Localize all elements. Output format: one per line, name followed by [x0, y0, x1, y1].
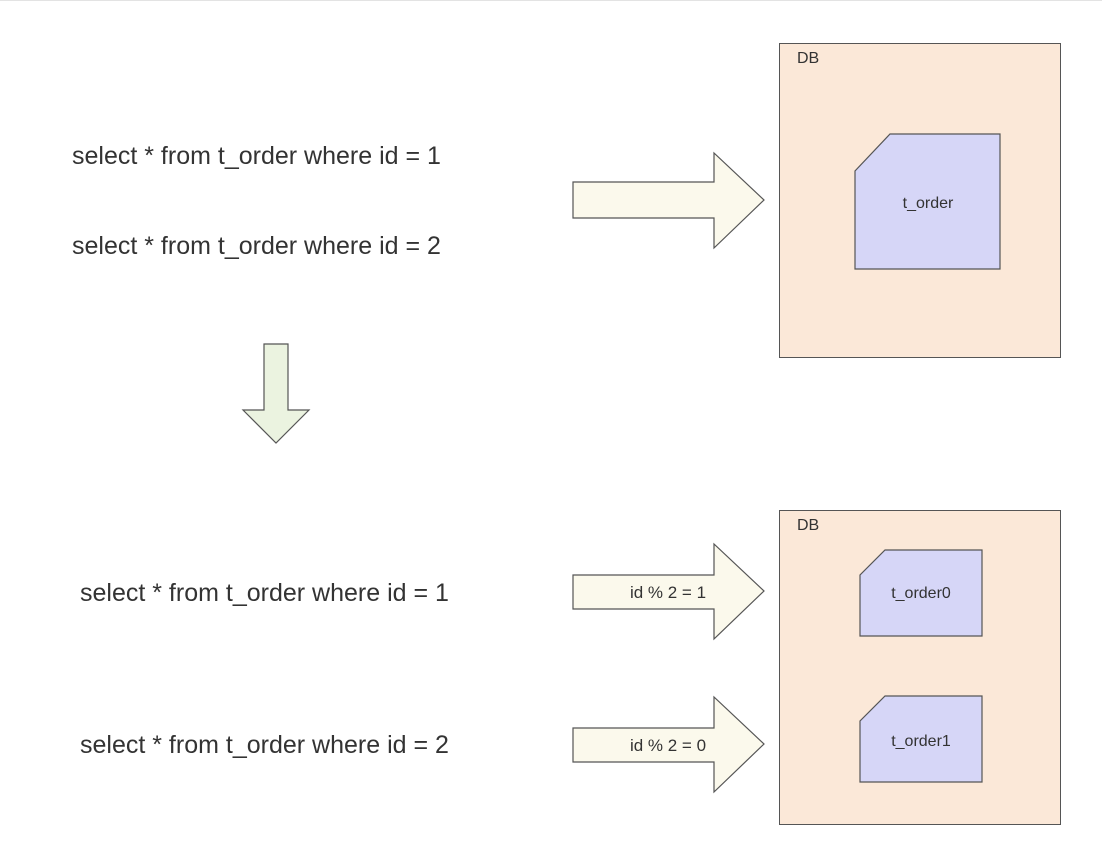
bottom-query-2: select * from t_order where id = 2: [80, 731, 449, 759]
route-arrow-1: id % 2 = 1: [572, 542, 765, 641]
top-query-1: select * from t_order where id = 1: [72, 142, 441, 170]
top-divider: [0, 0, 1102, 1]
top-db-label: DB: [797, 50, 820, 67]
top-table-t-order: t_order: [854, 133, 1001, 270]
route-arrow-2: id % 2 = 0: [572, 695, 765, 794]
table-t-order0: t_order0: [859, 549, 983, 637]
route-arrow-1-label: id % 2 = 1: [630, 583, 706, 602]
table-t-order0-label: t_order0: [891, 585, 951, 602]
top-right-arrow: [572, 151, 765, 250]
top-query-2: select * from t_order where id = 2: [72, 232, 441, 260]
top-table-label: t_order: [903, 195, 954, 212]
table-t-order1-label: t_order1: [891, 733, 951, 750]
bottom-query-1: select * from t_order where id = 1: [80, 579, 449, 607]
table-t-order1: t_order1: [859, 695, 983, 783]
bottom-db-label: DB: [797, 517, 820, 534]
down-arrow: [241, 343, 311, 444]
route-arrow-2-label: id % 2 = 0: [630, 736, 706, 755]
